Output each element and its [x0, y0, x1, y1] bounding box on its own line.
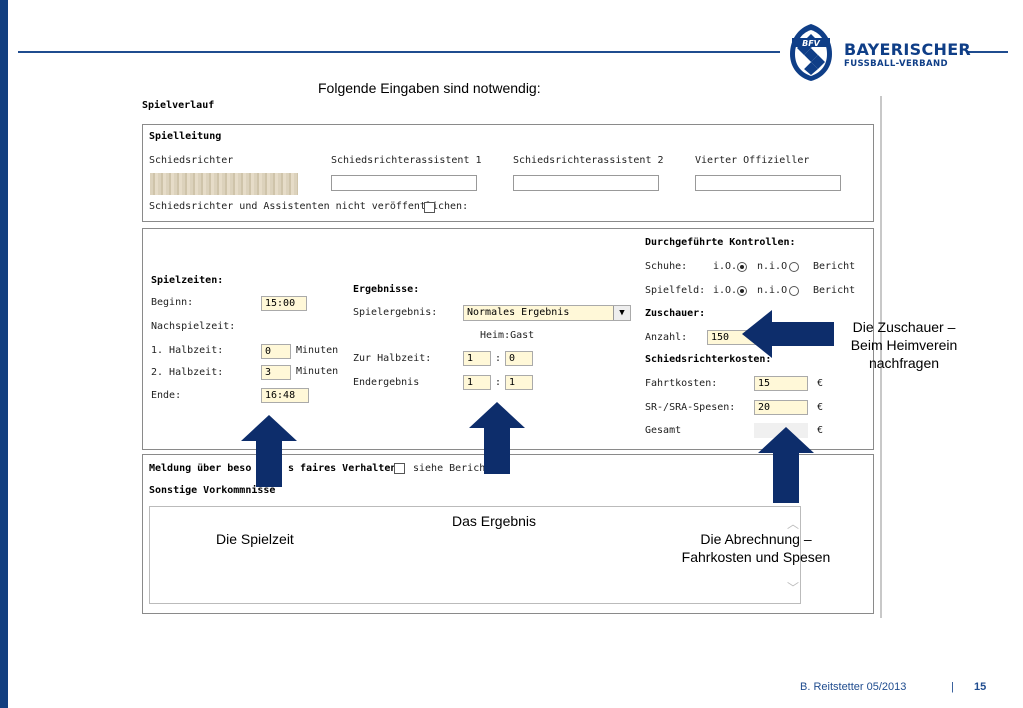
scroll-down-icon[interactable]: ﹀ [787, 581, 800, 595]
schuhe-label: Schuhe: [645, 261, 688, 272]
anzahl-label: Anzahl: [645, 332, 688, 343]
spielfeld-nio-radio[interactable] [789, 286, 799, 296]
spielergebnis-select[interactable]: Normales Ergebnis ▼ [463, 305, 631, 321]
sonstige-heading: Sonstige Vorkommnisse [149, 485, 276, 496]
schuhe-io-label: i.O. [713, 261, 738, 272]
halbzeit1-unit: Minuten [296, 345, 339, 356]
spielfeld-io-label: i.O. [713, 285, 738, 296]
header-rule-right [968, 51, 1008, 53]
fair-play-checkbox[interactable] [394, 463, 405, 474]
spesen-label: SR-/SRA-Spesen: [645, 402, 736, 413]
heim-gast-label: Heim:Gast [480, 330, 535, 341]
annotation-ergebnis: Das Ergebnis [452, 513, 537, 529]
spielfeld-io-radio[interactable] [737, 286, 747, 296]
fahrtkosten-currency: € [817, 378, 824, 389]
vierter-offizieller-label: Vierter Offizieller [695, 155, 810, 166]
gesamt-label: Gesamt [645, 425, 682, 436]
assistent1-input[interactable] [331, 175, 477, 191]
assistent1-label: Schiedsrichterassistent 1 [331, 155, 482, 166]
spielfeld-nio-label: n.i.O [757, 285, 788, 296]
footer-separator: | [951, 681, 954, 693]
arrow-up-icon-abrechnung [758, 427, 814, 503]
footer-author: B. Reitstetter 05/2013 [800, 681, 907, 693]
kosten-heading: Schiedsrichterkosten: [645, 354, 772, 365]
vierter-offizieller-input[interactable] [695, 175, 841, 191]
assistent2-input[interactable] [513, 175, 659, 191]
schiedsrichter-label: Schiedsrichter [149, 155, 234, 166]
ergebnisse-heading: Ergebnisse: [353, 284, 420, 295]
siehe-bericht-label: siehe Bericht [413, 463, 492, 474]
frame-right-edge [880, 96, 882, 618]
slide-title: Folgende Eingaben sind notwendig: [318, 80, 541, 96]
schiedsrichter-field-redacted [150, 173, 298, 195]
kontrollen-heading: Durchgeführte Kontrollen: [645, 237, 796, 248]
nachspielzeit-label: Nachspielzeit: [151, 321, 236, 332]
spielfeld-label: Spielfeld: [645, 285, 706, 296]
endergebnis-label: Endergebnis [353, 377, 420, 388]
brand-line2: FUSSBALL-VERBAND [844, 59, 948, 69]
end-separator: : [495, 377, 502, 388]
form-title: Spielverlauf [142, 100, 215, 111]
header-rule-left [18, 51, 780, 53]
page-number: 15 [974, 681, 987, 693]
halbzeit1-input[interactable]: 0 [261, 344, 291, 359]
zuschauer-heading: Zuschauer: [645, 308, 706, 319]
brand-line1: BAYERISCHER [844, 40, 972, 59]
halbzeit-separator: : [495, 353, 502, 364]
slide-left-bar [0, 0, 8, 708]
sonstige-textarea[interactable] [149, 506, 801, 604]
spesen-input[interactable]: 20 [754, 400, 808, 415]
beginn-label: Beginn: [151, 297, 194, 308]
gesamt-currency: € [817, 425, 824, 436]
halbzeit2-input[interactable]: 3 [261, 365, 291, 380]
ende-input[interactable]: 16:48 [261, 388, 309, 403]
spielleitung-heading: Spielleitung [149, 131, 222, 142]
brand-logo: BAYERISCHER FUSSBALL-VERBAND [844, 42, 971, 69]
annotation-zuschauer: Die Zuschauer – Beim Heimverein nachfrag… [850, 319, 958, 371]
schuhe-bericht-label: Bericht [813, 261, 856, 272]
bfv-emblem-text: BFV [802, 39, 821, 48]
spielergebnis-label: Spielergebnis: [353, 307, 438, 318]
halbzeit-heim-input[interactable]: 1 [463, 351, 491, 366]
arrow-left-icon-zuschauer [742, 310, 834, 358]
beginn-input[interactable]: 15:00 [261, 296, 307, 311]
fahrtkosten-label: Fahrtkosten: [645, 378, 718, 389]
gesamt-value [754, 423, 808, 438]
spielergebnis-value: Normales Ergebnis [467, 307, 570, 318]
bfv-emblem-icon: BFV [790, 24, 832, 81]
fahrtkosten-input[interactable]: 15 [754, 376, 808, 391]
hide-names-label: Schiedsrichter und Assistenten nicht ver… [149, 201, 469, 212]
halbzeit-ergebnis-label: Zur Halbzeit: [353, 353, 432, 364]
annotation-abrechnung: Die Abrechnung – Fahrkosten und Spesen [681, 531, 831, 565]
end-gast-input[interactable]: 1 [505, 375, 533, 390]
arrow-up-icon-spielzeit [241, 415, 297, 487]
schuhe-nio-radio[interactable] [789, 262, 799, 272]
schuhe-nio-label: n.i.O [757, 261, 788, 272]
schuhe-io-radio[interactable] [737, 262, 747, 272]
annotation-spielzeit: Die Spielzeit [216, 531, 294, 547]
ende-label: Ende: [151, 390, 182, 401]
arrow-up-icon-ergebnis [469, 402, 525, 474]
chevron-down-icon[interactable]: ▼ [613, 306, 630, 320]
halbzeit2-label: 2. Halbzeit: [151, 367, 224, 378]
spielfeld-bericht-label: Bericht [813, 285, 856, 296]
hide-names-checkbox[interactable] [424, 202, 435, 213]
halbzeit1-label: 1. Halbzeit: [151, 345, 224, 356]
meldung-label-b: s faires Verhalten: [288, 463, 403, 474]
spielleitung-panel: Spielleitung Schiedsrichter Schiedsricht… [142, 124, 874, 222]
halbzeit-gast-input[interactable]: 0 [505, 351, 533, 366]
meldung-label-a: Meldung über beso [149, 463, 252, 474]
halbzeit2-unit: Minuten [296, 366, 339, 377]
scroll-up-icon[interactable]: ︿ [787, 517, 800, 531]
assistent2-label: Schiedsrichterassistent 2 [513, 155, 664, 166]
end-heim-input[interactable]: 1 [463, 375, 491, 390]
spesen-currency: € [817, 402, 824, 413]
spielzeiten-heading: Spielzeiten: [151, 275, 224, 286]
